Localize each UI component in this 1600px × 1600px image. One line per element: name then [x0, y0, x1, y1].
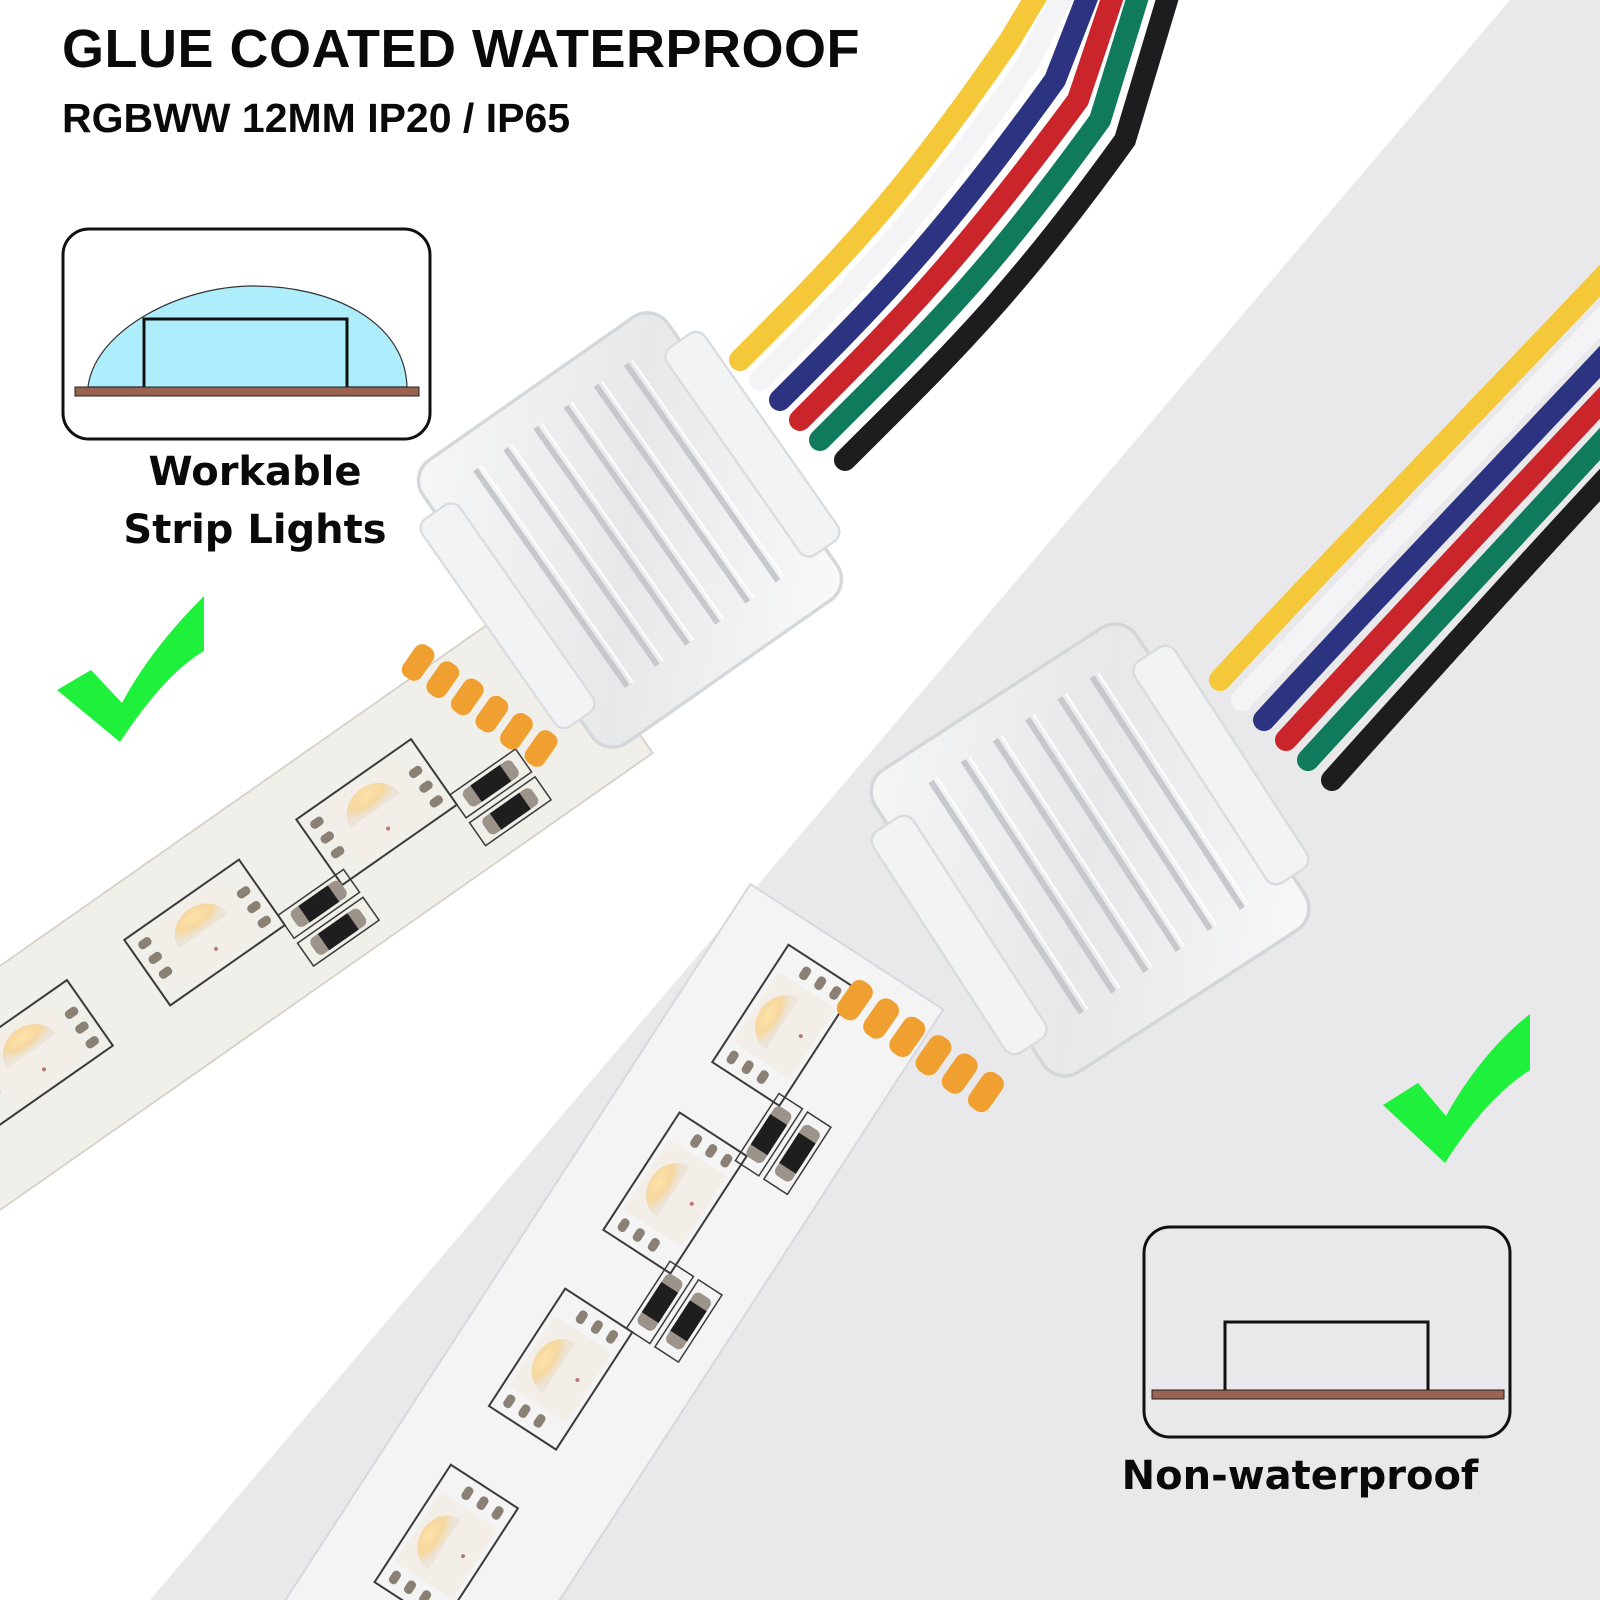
right-strip-pads [836, 980, 1004, 1113]
right-led-strip [258, 882, 945, 1600]
left-strip-pads [401, 644, 558, 767]
waterproof-caption-line2: Strip Lights [123, 507, 387, 553]
non-waterproof-caption-line1: Non-waterproof [1121, 1453, 1479, 1499]
waterproof-caption-line1: Workable [148, 449, 362, 495]
waterproof-caption: Workable Strip Lights [100, 443, 410, 559]
left-wire-bundle [729, 0, 1179, 471]
headline-subtitle: RGBWW 12MM IP20 / IP65 [62, 95, 571, 141]
check-icon [57, 596, 204, 742]
headline-title: GLUE COATED WATERPROOF [62, 19, 860, 79]
waterproof-diagram [61, 227, 432, 441]
non-waterproof-caption: Non-waterproof [1110, 1447, 1490, 1505]
non-waterproof-diagram [1142, 1225, 1512, 1439]
check-icon [1383, 1014, 1530, 1163]
right-wire-bundle [1209, 264, 1600, 791]
